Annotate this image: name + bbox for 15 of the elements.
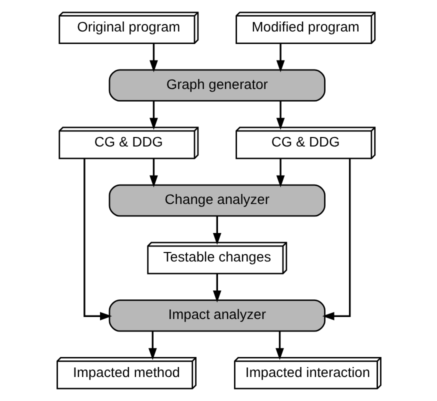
arrow (212, 274, 221, 302)
node-box: Change analyzer (108, 184, 325, 217)
node-box: Graph generator (108, 69, 325, 102)
node-box: Impact analyzer (108, 299, 325, 332)
arrow (149, 158, 158, 188)
arrow (275, 331, 284, 360)
arrow (83, 158, 112, 320)
arrow (212, 216, 221, 245)
arrow (148, 331, 156, 360)
arrow (276, 101, 284, 130)
arrow (149, 101, 158, 130)
arrow (276, 158, 284, 188)
arrow (322, 158, 350, 320)
arrow (149, 44, 158, 72)
arrow (276, 44, 284, 72)
